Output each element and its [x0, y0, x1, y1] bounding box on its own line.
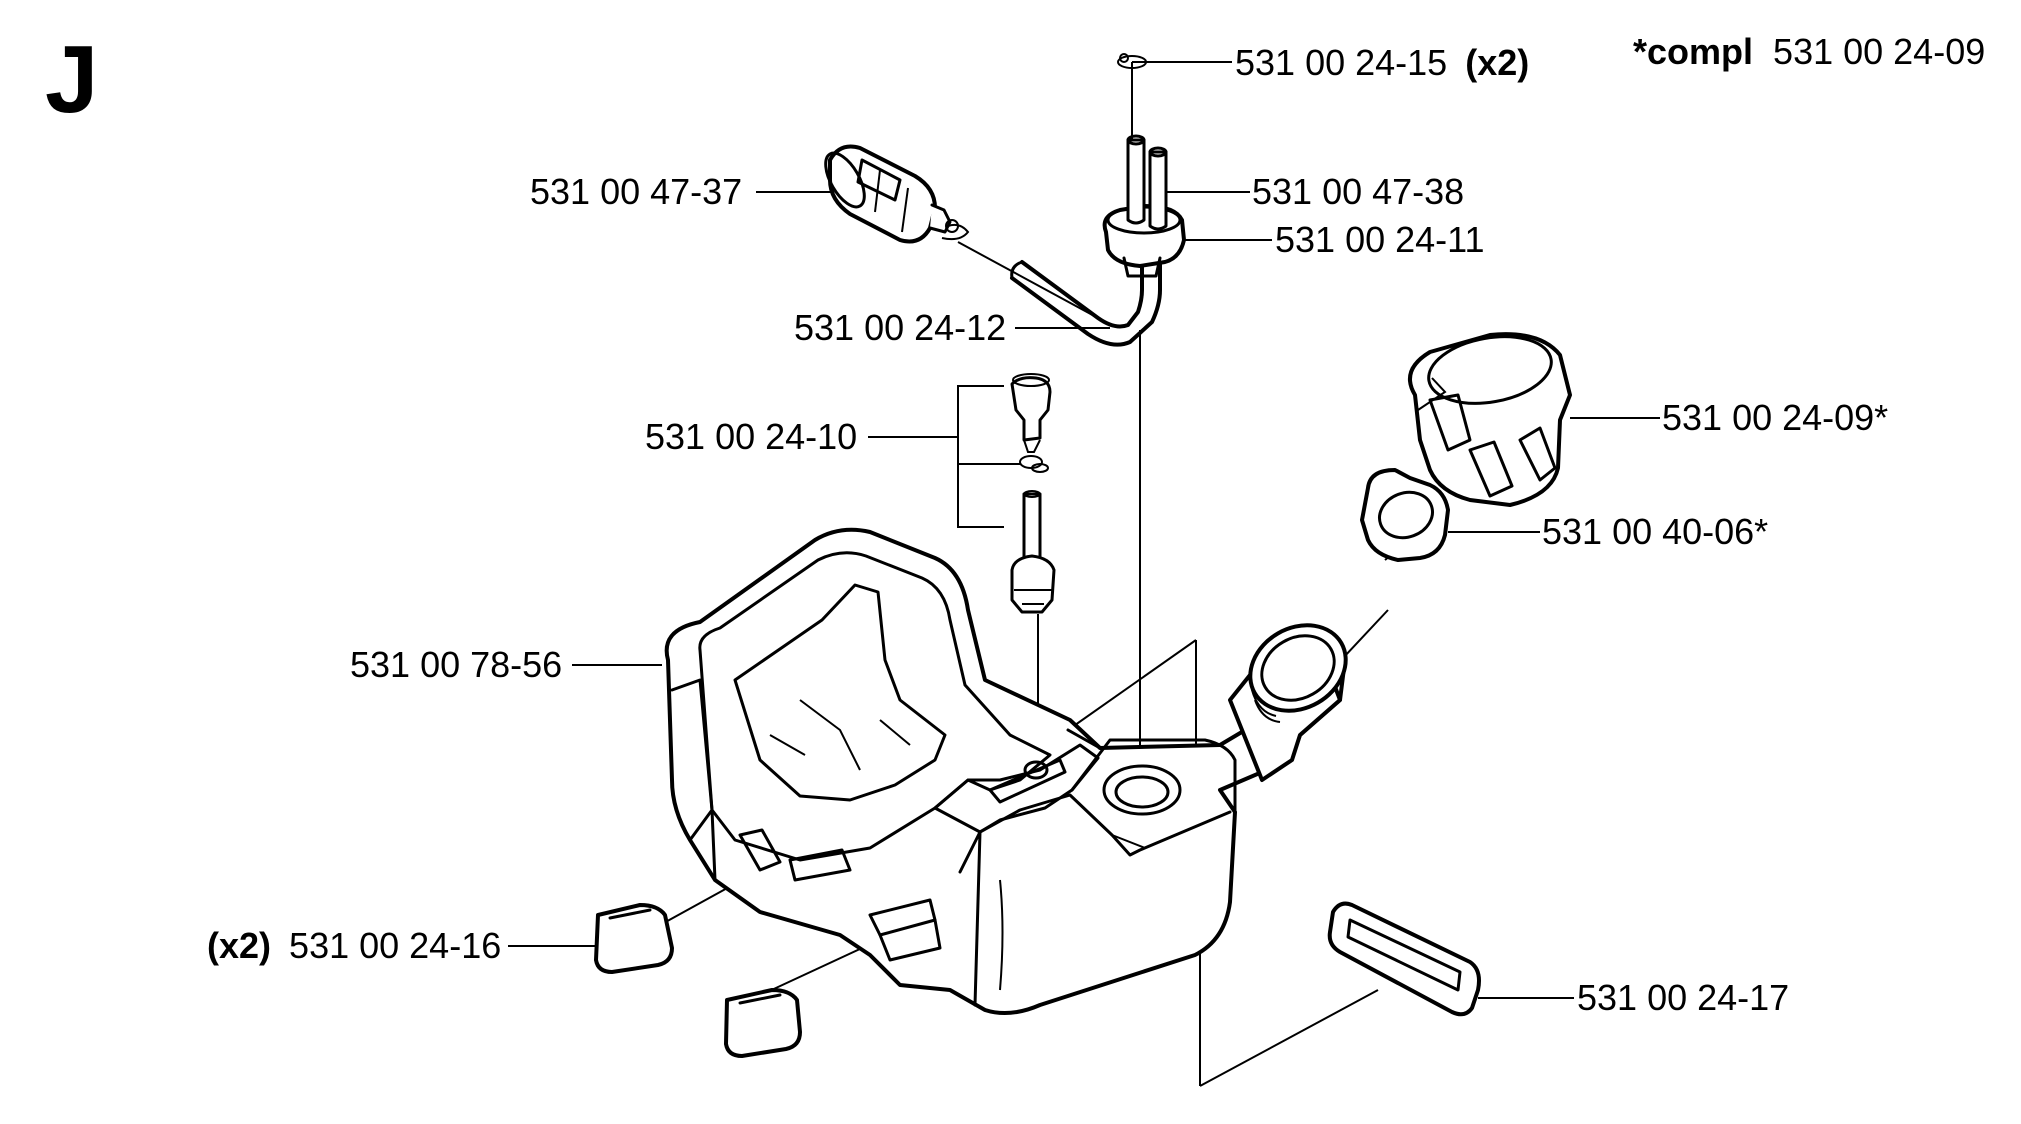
fuel-tank-drawing — [664, 527, 1348, 1016]
label-washer-x2: 531 00 24-15 (x2) — [1235, 42, 1529, 83]
label-seal-strip: 531 00 24-17 — [1577, 977, 1789, 1018]
rubber-buffer-1-drawing — [594, 903, 674, 974]
label-fuel-filter: 531 00 47-37 — [530, 171, 742, 212]
label-buffer-number: 531 00 24-16 — [289, 925, 501, 966]
section-letter: J — [45, 26, 98, 133]
fuel-cap-drawing — [1408, 332, 1572, 507]
fuel-hose-drawing — [1010, 238, 1162, 347]
label-vent-tube: 531 00 47-38 — [1252, 171, 1464, 212]
seal-strip-drawing — [1327, 901, 1481, 1017]
compl-note: *compl 531 00 24-09 — [1633, 31, 1985, 72]
fuel-filter-drawing — [824, 144, 970, 244]
label-grommet: 531 00 24-11 — [1275, 219, 1485, 260]
label-rubber-buffer: (x2) 531 00 24-16 — [207, 925, 501, 966]
label-tank-valve: 531 00 24-10 — [645, 416, 857, 457]
cap-gasket-drawing — [1360, 468, 1450, 562]
rubber-buffer-2-drawing — [724, 988, 802, 1058]
label-washer-qty: (x2) — [1465, 42, 1529, 83]
label-washer-number: 531 00 24-15 — [1235, 42, 1447, 83]
grommet-vent-drawing — [1102, 53, 1186, 278]
label-fuel-tank: 531 00 78-56 — [350, 644, 562, 685]
compl-number: 531 00 24-09 — [1773, 31, 1985, 72]
compl-prefix: *compl — [1633, 31, 1753, 72]
label-fuel-cap: 531 00 24-09* — [1662, 397, 1888, 438]
label-cap-gasket: 531 00 40-06* — [1542, 511, 1768, 552]
label-fuel-hose: 531 00 24-12 — [794, 307, 1006, 348]
tank-valve-drawing — [1010, 373, 1056, 614]
label-buffer-qty: (x2) — [207, 925, 271, 966]
